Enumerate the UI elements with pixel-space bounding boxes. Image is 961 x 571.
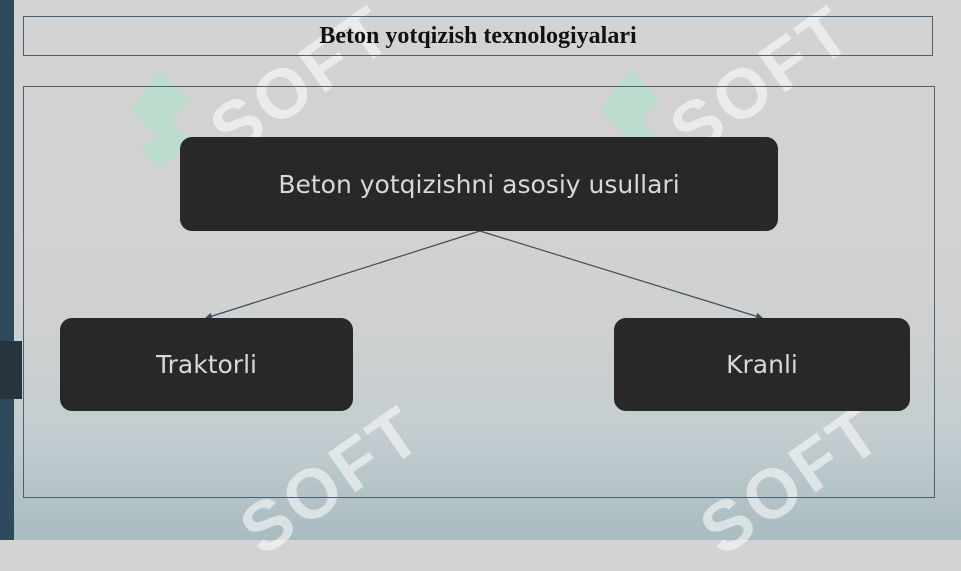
diagram-node-root-label: Beton yotqizishni asosiy usullari <box>278 169 680 199</box>
diagram-node-kranli: Kranli <box>614 318 910 411</box>
diagram-node-label: Kranli <box>726 350 798 379</box>
diagram-connectors <box>204 230 764 320</box>
connector-root-to-right <box>479 230 764 320</box>
title-box: Beton yotqizish texnologiyalari <box>23 16 933 56</box>
watermark-logo-icon <box>130 70 190 170</box>
left-accent-bar <box>0 0 14 540</box>
page-title: Beton yotqizish texnologiyalari <box>319 22 637 49</box>
diagram-node-root: Beton yotqizishni asosiy usullari <box>180 137 778 231</box>
diagram-node-traktorli: Traktorli <box>60 318 353 411</box>
diagram-node-label: Traktorli <box>156 350 257 379</box>
left-accent-tab <box>0 341 22 399</box>
connector-root-to-left <box>204 230 481 320</box>
diagram-frame <box>23 86 935 498</box>
